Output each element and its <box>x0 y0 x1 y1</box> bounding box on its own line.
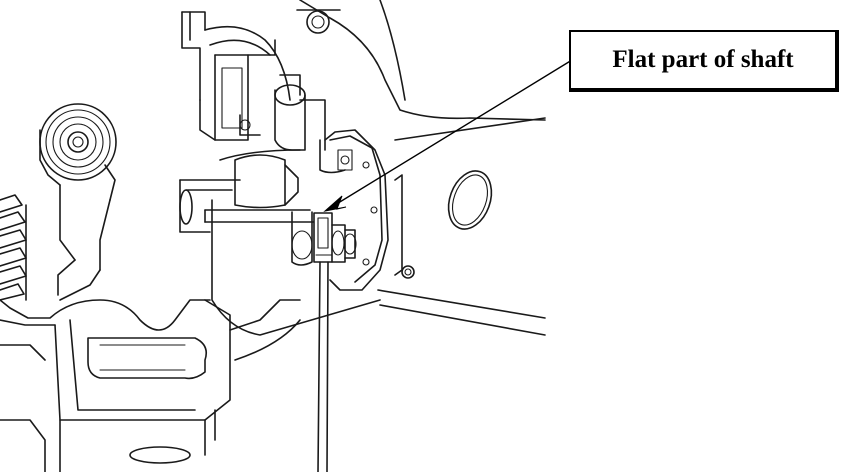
shaft-assembly <box>179 154 321 266</box>
callout-label: Flat part of shaft <box>612 46 794 73</box>
callout-leader <box>323 59 573 212</box>
right-features <box>401 170 493 279</box>
housing-body <box>211 0 546 336</box>
lower-left-bracket <box>0 299 301 472</box>
upper-bracket <box>181 9 341 141</box>
leader-line <box>329 59 573 209</box>
callout-box: Flat part of shaft <box>569 30 839 92</box>
side-plate <box>324 129 403 291</box>
spring-roller-arm <box>0 103 117 301</box>
flat-shaft-tip <box>313 212 346 472</box>
leader-arrowhead <box>323 195 347 212</box>
center-roller <box>274 74 346 174</box>
